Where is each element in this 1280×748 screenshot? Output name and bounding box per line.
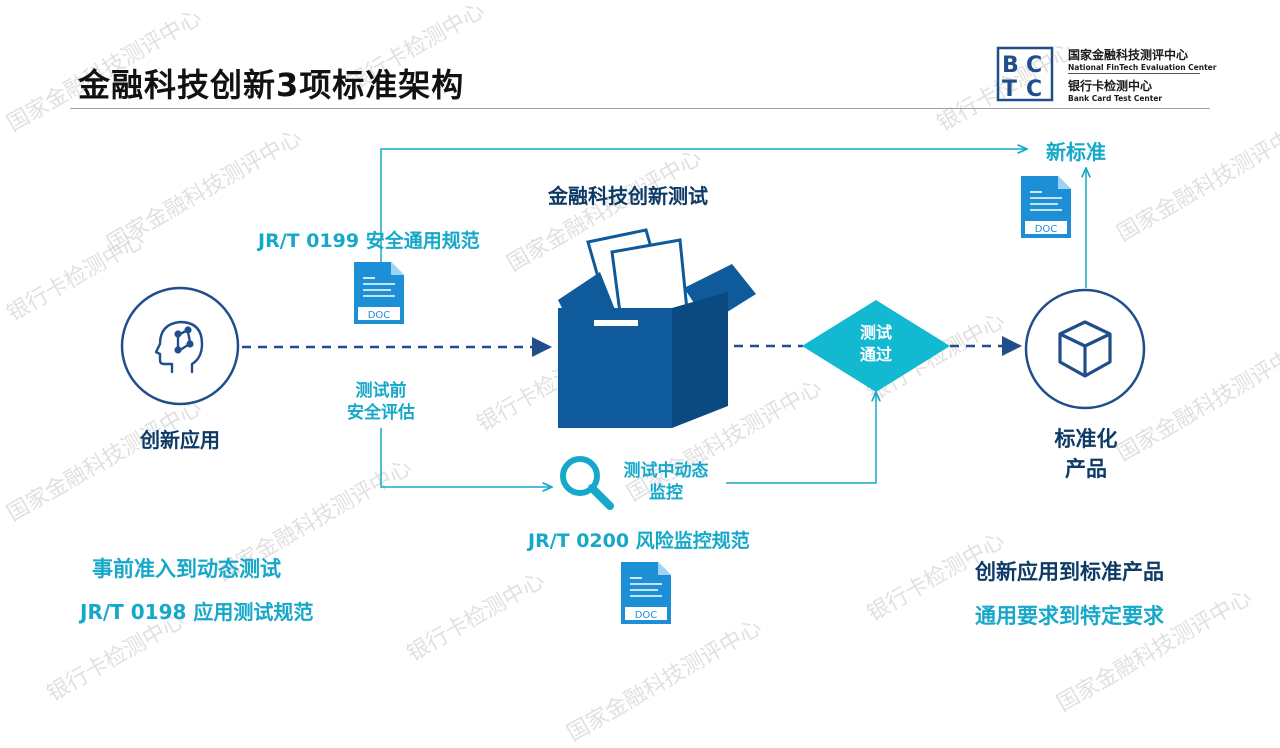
test-passed-diamond bbox=[802, 300, 950, 392]
pre-test-route-line bbox=[380, 428, 552, 487]
doc-icon-text: DOC bbox=[368, 310, 391, 321]
logo-separator bbox=[1068, 73, 1200, 74]
svg-text:T: T bbox=[1002, 77, 1017, 102]
svg-text:C: C bbox=[1026, 53, 1042, 78]
innovation-app-label: 创新应用 bbox=[140, 428, 220, 452]
test-box-title: 金融科技创新测试 bbox=[548, 184, 708, 208]
std-0199-label: JR/T 0199 安全通用规范 bbox=[258, 230, 480, 252]
doc-icon-text: DOC bbox=[1035, 224, 1058, 235]
doc-icon: DOC bbox=[1021, 176, 1071, 238]
diagram-connectors bbox=[242, 0, 1280, 720]
svg-text:C: C bbox=[1026, 77, 1042, 102]
logo-sub-en: Bank Card Test Center bbox=[1068, 94, 1163, 103]
monitor-route-line bbox=[726, 392, 876, 484]
new-standard-label: 新标准 bbox=[1046, 140, 1106, 164]
pre-test-label: 测试前 安全评估 bbox=[347, 381, 415, 423]
bctc-logo: B C T C 国家金融科技测评中心 National FinTech Eval… bbox=[996, 44, 1216, 104]
page-title: 金融科技创新3项标准架构 bbox=[78, 66, 465, 104]
magnifier-icon bbox=[560, 456, 614, 510]
standard-product-label: 标准化 产品 bbox=[1054, 427, 1118, 481]
svg-text:B: B bbox=[1002, 53, 1019, 78]
footer-left-line2: JR/T 0198 应用测试规范 bbox=[80, 600, 314, 624]
cube-icon bbox=[1058, 320, 1112, 378]
logo-org-en: National FinTech Evaluation Center bbox=[1068, 63, 1217, 72]
test-passed-label: 测试 通过 bbox=[859, 323, 892, 364]
doc-icon-text: DOC bbox=[635, 610, 658, 621]
doc-icon: DOC bbox=[354, 262, 404, 324]
header-divider bbox=[70, 108, 1210, 109]
std-0200-label: JR/T 0200 风险监控规范 bbox=[528, 530, 750, 552]
innovation-app-circle bbox=[120, 286, 240, 406]
footer-left-line1: 事前准入到动态测试 bbox=[92, 557, 281, 581]
logo-org-cn: 国家金融科技测评中心 bbox=[1068, 48, 1189, 62]
standard-product-circle bbox=[1024, 288, 1146, 410]
bctc-logo-icon: B C T C bbox=[996, 46, 1054, 102]
during-test-label: 测试中动态 监控 bbox=[623, 461, 709, 503]
open-box-icon bbox=[558, 228, 756, 428]
footer-right-line2: 通用要求到特定要求 bbox=[975, 604, 1164, 628]
ai-head-icon bbox=[154, 320, 204, 374]
footer-right-line1: 创新应用到标准产品 bbox=[975, 560, 1164, 584]
doc-icon: DOC bbox=[621, 562, 671, 624]
top-route-line bbox=[380, 149, 1027, 300]
logo-sub-cn: 银行卡检测中心 bbox=[1068, 79, 1153, 93]
